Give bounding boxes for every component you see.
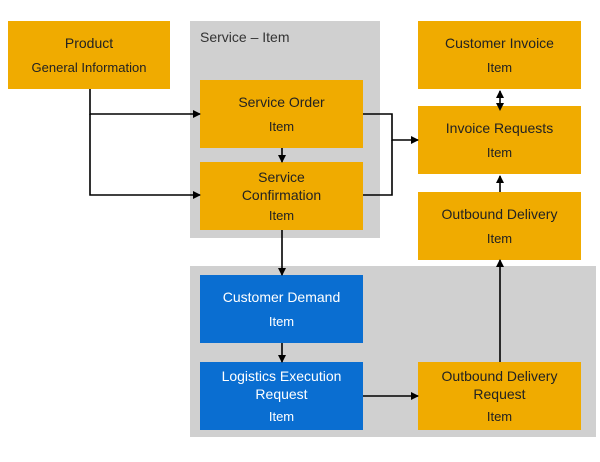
logistics-execution-request-sub: Item: [268, 409, 295, 424]
product-title: Product: [64, 35, 114, 51]
arrow-service-order-to-invoice-requests: [363, 113, 419, 144]
arrow-product-to-service-confirmation: [89, 114, 201, 199]
invoice-requests-title: Invoice Requests: [445, 120, 554, 136]
product-box[interactable]: Product General Information: [8, 21, 170, 89]
customer-demand-title: Customer Demand: [222, 289, 341, 305]
customer-invoice-box[interactable]: Customer Invoice Item: [418, 21, 581, 89]
outbound-delivery-request-sub: Item: [486, 409, 513, 424]
service-order-title: Service Order: [238, 94, 325, 110]
logistics-execution-request-title: Logistics Execution Request: [221, 368, 342, 402]
outbound-delivery-request-box[interactable]: Outbound Delivery Request Item: [418, 362, 581, 430]
arrow-product-to-service-order: [89, 89, 201, 118]
outbound-delivery-title: Outbound Delivery: [441, 206, 558, 222]
service-order-box[interactable]: Service Order Item: [200, 80, 363, 148]
service-confirmation-sub: Item: [268, 208, 295, 223]
service-item-region-label: Service – Item: [200, 29, 290, 45]
customer-invoice-title: Customer Invoice: [445, 35, 554, 51]
outbound-delivery-request-title: Outbound Delivery Request: [441, 368, 558, 402]
customer-demand-box[interactable]: Customer Demand Item: [200, 275, 363, 343]
service-confirmation-box[interactable]: Service Confirmation Item: [200, 162, 363, 230]
service-order-sub: Item: [268, 119, 295, 134]
service-confirmation-title: Service Confirmation: [241, 169, 322, 203]
outbound-delivery-sub: Item: [486, 231, 513, 246]
product-sub: General Information: [31, 60, 147, 75]
invoice-requests-sub: Item: [486, 145, 513, 160]
logistics-execution-request-box[interactable]: Logistics Execution Request Item: [200, 362, 363, 430]
outbound-delivery-box[interactable]: Outbound Delivery Item: [418, 192, 581, 260]
customer-invoice-sub: Item: [486, 60, 513, 75]
invoice-requests-box[interactable]: Invoice Requests Item: [418, 106, 581, 174]
customer-demand-sub: Item: [268, 314, 295, 329]
arrow-service-confirmation-to-invoice-requests: [363, 140, 393, 196]
